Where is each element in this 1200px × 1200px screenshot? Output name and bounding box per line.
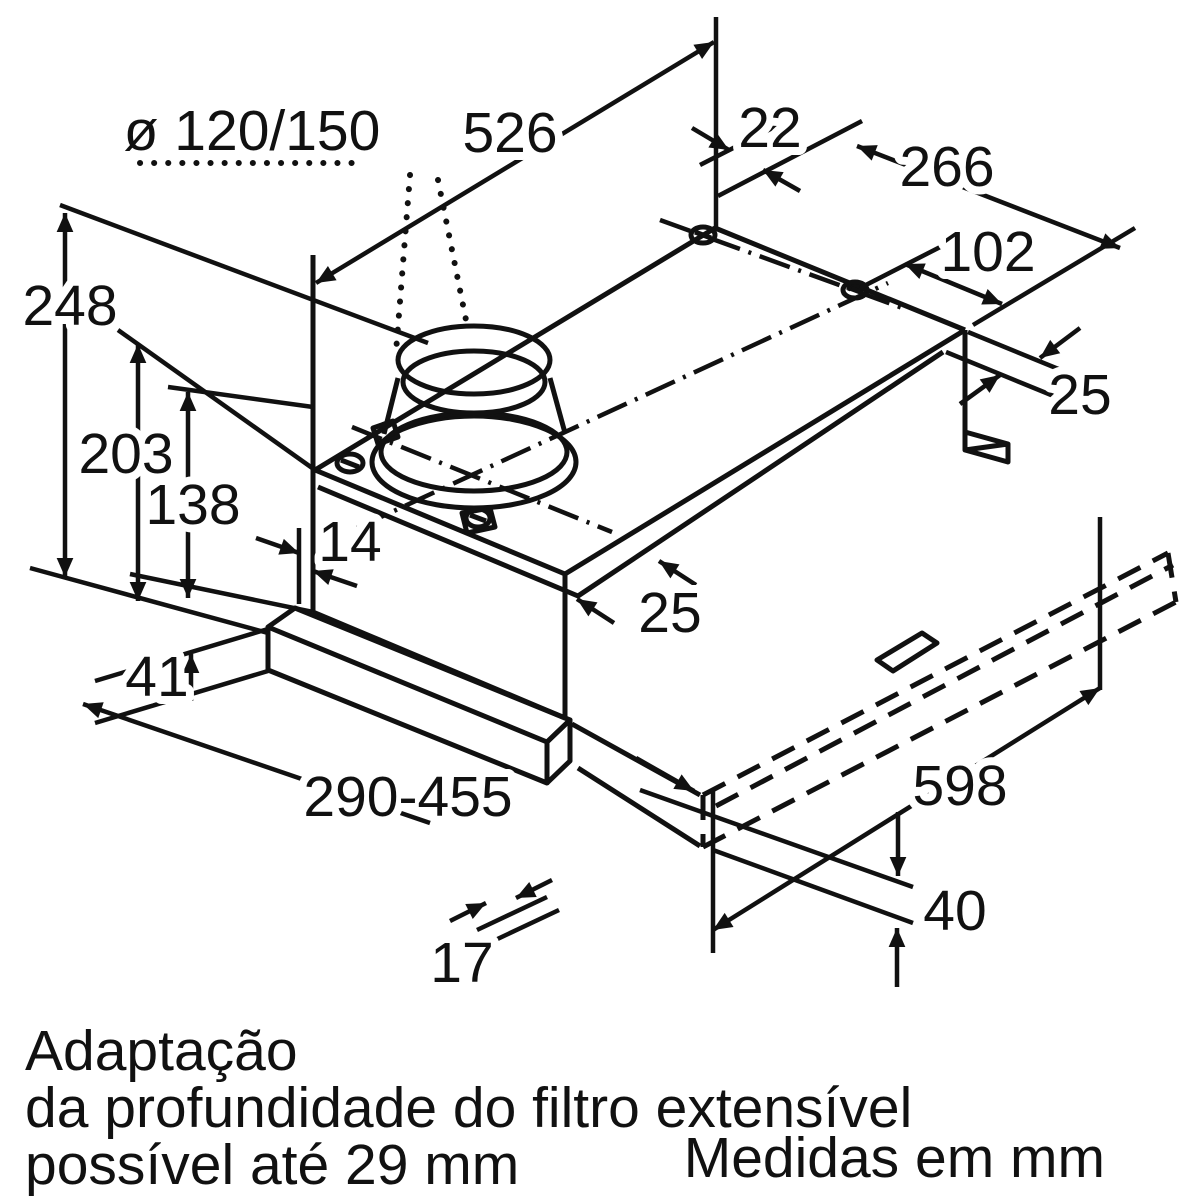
dim-mid-height: 138 bbox=[145, 473, 240, 537]
dim-pullout-height: 40 bbox=[923, 879, 986, 943]
dim-rear-gap: 22 bbox=[738, 96, 801, 160]
duct-collar bbox=[369, 323, 579, 536]
dim-front-lip: 25 bbox=[638, 581, 701, 645]
hood-body-outline bbox=[310, 225, 1011, 849]
dim-body-height: 203 bbox=[78, 422, 173, 486]
dim-front-offset: 14 bbox=[318, 510, 381, 574]
front-panel-strip bbox=[265, 605, 573, 786]
dim-duct-diameter: ø 120/150 bbox=[124, 99, 381, 163]
dim-pullout-width: 598 bbox=[912, 754, 1007, 818]
dim-depth-range: 290-455 bbox=[303, 765, 512, 829]
note-line1: Adaptação bbox=[25, 1019, 298, 1083]
dim-rear-lip: 25 bbox=[1048, 363, 1111, 427]
units-label: Medidas em mm bbox=[684, 1126, 1105, 1190]
duct-leader-lines bbox=[137, 160, 471, 355]
note-line2: da profundidade do filtro extensível bbox=[25, 1076, 912, 1140]
dim-top-depth: 266 bbox=[899, 135, 994, 199]
dim-panel-gap: 17 bbox=[430, 931, 493, 995]
dim-body-width: 526 bbox=[462, 101, 557, 165]
dim-total-height: 248 bbox=[22, 274, 117, 338]
dimension-lines bbox=[56, 40, 1121, 987]
note-line3: possível até 29 mm bbox=[25, 1133, 519, 1197]
dim-rear-hole-offset: 102 bbox=[940, 220, 1035, 284]
dim-panel-height: 41 bbox=[125, 645, 188, 709]
pullout-switch bbox=[874, 630, 940, 674]
